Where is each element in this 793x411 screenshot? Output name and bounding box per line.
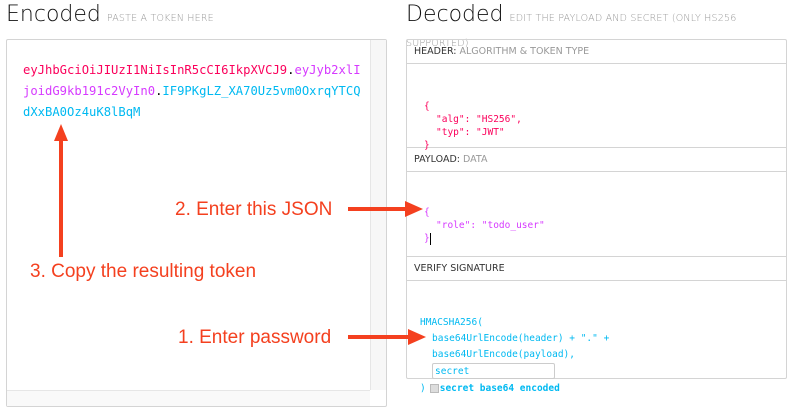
token-signature-part: IF9PKgLZ_XA70Uz5vm0OxrqYTCQdXxBA0Oz4uK8l… [23, 84, 361, 119]
annotation-step1: 1. Enter password [178, 327, 332, 348]
json-line: "alg": "HS256", [436, 114, 522, 125]
sig-line: base64UrlEncode(payload), [432, 349, 575, 360]
token-header-part: eyJhbGciOiJIUzI1NiIsInR5cCI6IkpXVCJ9 [23, 63, 288, 77]
arrow-up-icon [54, 124, 68, 141]
secret-input[interactable] [432, 363, 555, 379]
json-line: "role": "todo_user" [436, 220, 545, 231]
decoded-subtitle: EDIT THE PAYLOAD AND SECRET (ONLY HS256 … [406, 13, 737, 49]
encoded-heading: Encoded PASTE A TOKEN HERE [6, 2, 214, 27]
base64-checkbox[interactable] [429, 384, 439, 393]
arrow-line [59, 140, 63, 257]
arrow-right-icon [408, 329, 426, 345]
sig-line: base64UrlEncode(header) + "." + [432, 333, 610, 344]
signature-body: HMACSHA256( base64UrlEncode(header) + ".… [407, 281, 786, 411]
token-separator: . [287, 63, 295, 77]
encoded-title: Encoded [6, 2, 101, 27]
token-payload-part: eyJyb2xlIjoidG9kb191c2VyIn0 [23, 63, 361, 98]
horizontal-scrollbar[interactable] [7, 390, 370, 406]
arrow-line [348, 207, 406, 211]
sig-close: ) [420, 383, 426, 394]
json-line: "typ": "JWT" [436, 127, 505, 138]
arrow-line [348, 335, 408, 339]
annotation-step3: 3. Copy the resulting token [30, 261, 257, 282]
header-json-editor[interactable]: { "alg": "HS256", "typ": "JWT" } [407, 64, 786, 151]
signature-section-title: VERIFY SIGNATURE [407, 257, 786, 281]
payload-section-title: PAYLOAD: DATA [407, 148, 786, 172]
encoded-subtitle: PASTE A TOKEN HERE [106, 13, 214, 24]
json-line: { [424, 207, 430, 218]
arrow-right-icon [405, 201, 423, 217]
encoded-token-textarea[interactable]: eyJhbGciOiJIUzI1NiIsInR5cCI6IkpXVCJ9.eyJ… [6, 39, 387, 407]
base64-checkbox-label[interactable]: secret base64 encoded [439, 383, 560, 394]
text-cursor [429, 232, 431, 245]
payload-json-editor[interactable]: { "role": "todo_user" } [407, 172, 786, 257]
annotation-step2: 2. Enter this JSON [175, 199, 333, 220]
decoded-panel: HEADER: ALGORITHM & TOKEN TYPE { "alg": … [406, 39, 787, 394]
token-text[interactable]: eyJhbGciOiJIUzI1NiIsInR5cCI6IkpXVCJ9.eyJ… [23, 60, 363, 123]
json-line: } [424, 232, 431, 245]
sig-fn: HMACSHA256( [420, 317, 483, 328]
json-line: } [424, 140, 430, 151]
vertical-scrollbar[interactable] [370, 40, 386, 390]
json-line: { [424, 101, 430, 112]
token-separator: . [155, 84, 163, 98]
header-section-title: HEADER: ALGORITHM & TOKEN TYPE [407, 40, 786, 64]
decoded-title: Decoded [406, 2, 504, 27]
